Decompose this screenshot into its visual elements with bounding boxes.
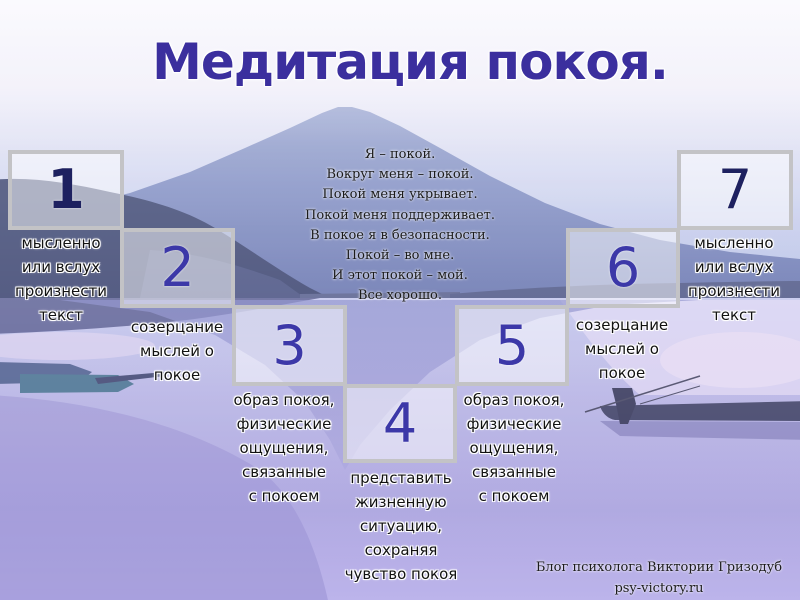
step-caption-3: образ покоя, физические ощущения, связан…: [224, 388, 344, 508]
step-box-7: 7: [677, 150, 793, 230]
step-box-3: 3: [232, 305, 347, 386]
caption-line: сохраняя: [364, 541, 438, 559]
caption-line: покое: [153, 366, 201, 384]
caption-line: образ покоя,: [463, 391, 565, 409]
step-box-2: 2: [120, 228, 235, 308]
caption-line: произнести: [688, 282, 780, 300]
caption-line: физические: [466, 415, 562, 433]
caption-line: созерцание: [575, 316, 669, 334]
caption-line: мыслей о: [585, 340, 659, 358]
site-url: psy-victory.ru: [614, 581, 704, 596]
caption-line: ощущения,: [239, 439, 329, 457]
mantra-line: Я – покой.: [364, 147, 436, 162]
caption-line: мыслей о: [140, 342, 214, 360]
step-box-4: 4: [343, 384, 457, 463]
mantra-line: Покой – во мне.: [345, 248, 455, 264]
caption-line: связанные: [242, 463, 326, 481]
step-number-2: 2: [160, 236, 195, 299]
caption-line: образ покоя,: [233, 391, 335, 409]
mantra-line: И этот покой – мой.: [332, 268, 468, 284]
caption-line: представить: [350, 469, 452, 487]
caption-line: чувство покоя: [344, 565, 458, 583]
step-number-1: 1: [47, 158, 85, 221]
caption-line: физические: [236, 415, 332, 433]
caption-line: мысленно: [694, 234, 774, 252]
caption-line: текст: [38, 306, 83, 324]
caption-line: ситуацию,: [359, 517, 443, 535]
caption-line: с покоем: [478, 487, 550, 505]
mantra-line: В покое я в безопасности.: [310, 227, 490, 243]
page-title: Медитация покоя.: [152, 33, 669, 91]
step-caption-1: мысленно или вслух произнести текст: [1, 231, 121, 327]
step-caption-6: созерцание мыслей о покое: [563, 313, 681, 385]
mantra-line: Покой меня поддерживает.: [305, 207, 495, 223]
mantra-line: Вокруг меня – покой.: [326, 167, 474, 183]
step-number-6: 6: [605, 236, 641, 299]
caption-line: ощущения,: [469, 439, 559, 457]
caption-line: жизненную: [355, 493, 447, 511]
step-box-1: 1: [8, 150, 124, 230]
caption-line: покое: [598, 364, 646, 382]
caption-line: текст: [711, 306, 756, 324]
step-caption-4: представить жизненную ситуацию, сохраняя…: [336, 466, 466, 586]
step-caption-5: образ покоя, физические ощущения, связан…: [454, 388, 574, 508]
caption-line: или вслух: [21, 258, 101, 276]
step-caption-7: мысленно или вслух произнести текст: [674, 231, 794, 327]
blog-credit: Блог психолога Виктории Гризодуб: [535, 560, 783, 575]
step-caption-2: созерцание мыслей о покое: [119, 315, 235, 387]
step-box-5: 5: [455, 305, 569, 386]
step-box-6: 6: [566, 228, 680, 308]
caption-line: мысленно: [21, 234, 101, 252]
step-number-5: 5: [494, 313, 530, 377]
caption-line: связанные: [472, 463, 556, 481]
mantra-line: Все хорошо.: [357, 288, 442, 304]
caption-line: произнести: [15, 282, 107, 300]
step-number-3: 3: [272, 313, 307, 377]
mantra-text: Я – покой. Вокруг меня – покой. Покой ме…: [280, 145, 520, 307]
footer-credit: Блог психолога Виктории Гризодуб psy-vic…: [520, 557, 798, 599]
caption-line: созерцание: [130, 318, 224, 336]
mantra-line: Покой меня укрывает.: [322, 187, 478, 203]
caption-line: с покоем: [248, 487, 320, 505]
caption-line: или вслух: [694, 258, 774, 276]
step-number-4: 4: [382, 391, 418, 455]
step-number-7: 7: [717, 158, 753, 221]
